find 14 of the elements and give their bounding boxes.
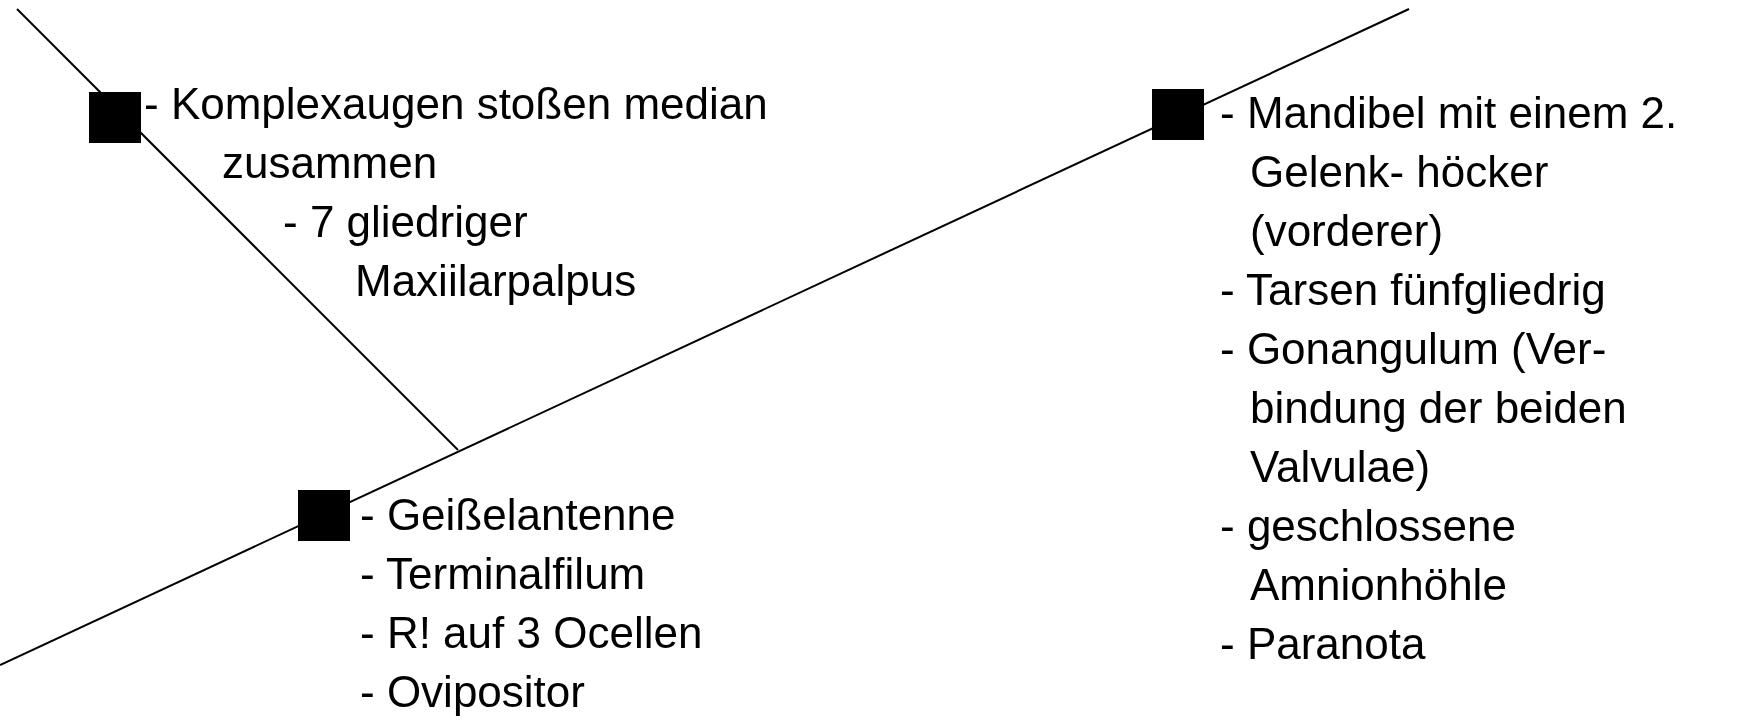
character-text: - 7 gliedriger Maxiilarpalpus: [283, 196, 638, 307]
character-marker: [1152, 89, 1204, 140]
character-marker: [298, 490, 350, 541]
character-text: - Tarsen fünfgliedrig: [1220, 264, 1607, 316]
character-text: - Gonangulum (Ver- bindung der beiden Valvulae): [1220, 323, 1628, 493]
character-text: - Terminalfilum: [360, 548, 647, 600]
character-text: - R! auf 3 Ocellen: [360, 607, 704, 659]
character-text: - Ovipositor: [360, 666, 586, 718]
character-text: - Paranota: [1220, 618, 1427, 670]
character-text: - Mandibel mit einem 2. Gelenk- höcker (vorderer): [1220, 87, 1679, 257]
character-text: - geschlossene Amnionhöhle: [1220, 500, 1517, 611]
character-text: - Komplexaugen stoßen median zusammen: [144, 78, 769, 189]
character-text: - Geißelantenne: [360, 489, 677, 541]
character-marker: [89, 92, 141, 143]
